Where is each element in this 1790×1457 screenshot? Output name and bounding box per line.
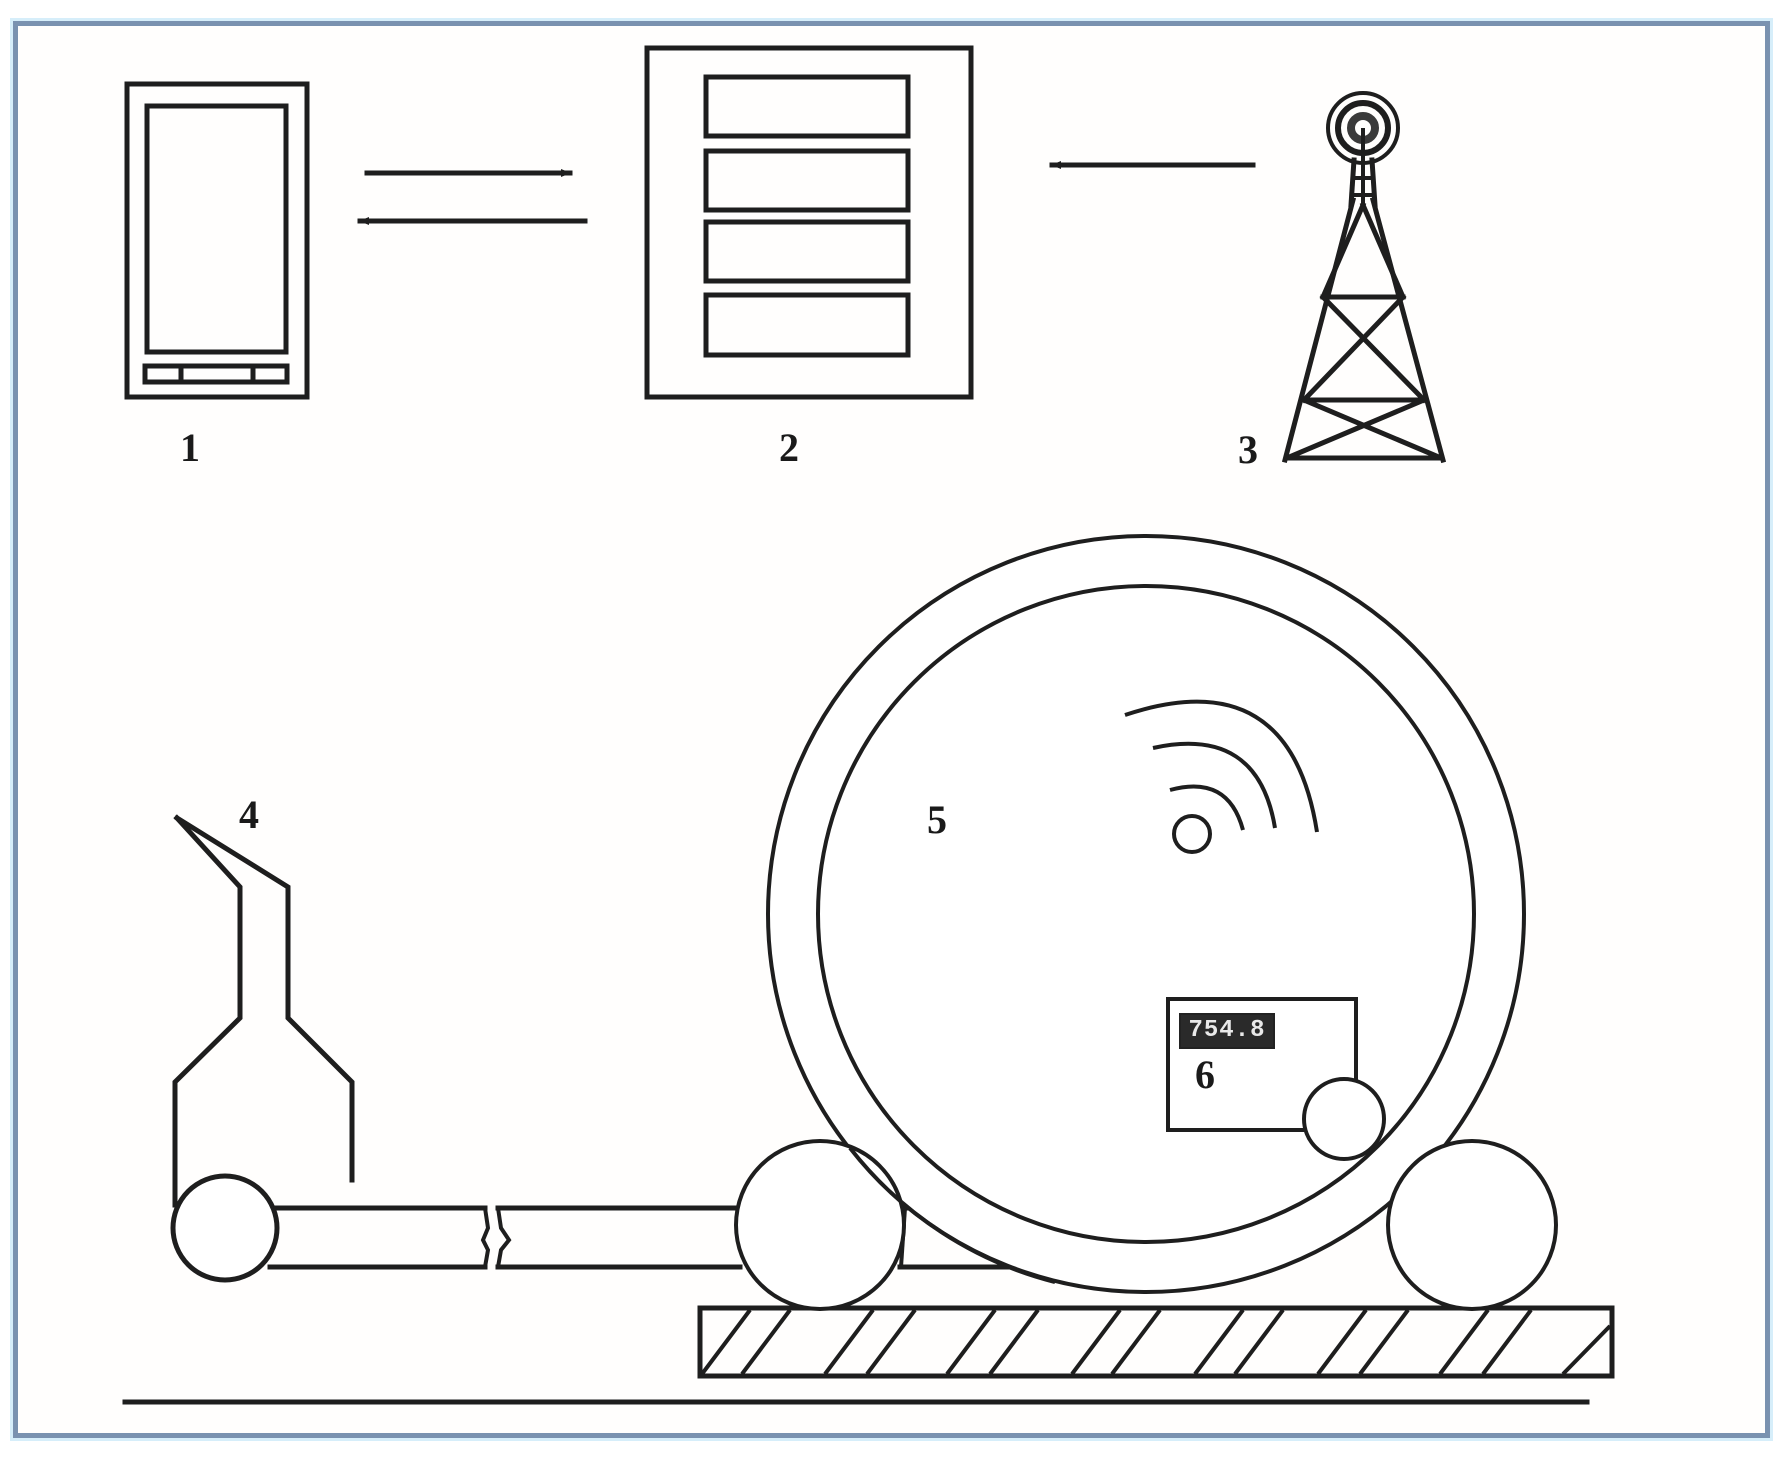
wifi-signal-icon: [1124, 699, 1319, 854]
hatched-base: [697, 1305, 1615, 1379]
label-4: 4: [239, 792, 259, 837]
label-2: 2: [779, 425, 799, 470]
handle-roller-icon: [170, 1173, 280, 1283]
tower-icon: [1281, 91, 1447, 464]
label-3: 3: [1238, 427, 1258, 472]
counter-display-unit: [1166, 997, 1386, 1161]
phone-icon: [124, 81, 310, 400]
counter-lcd-readout: 754.8: [1179, 1013, 1275, 1049]
right-support-roller: [1386, 1139, 1558, 1311]
label-5: 5: [927, 797, 947, 842]
label-1: 1: [180, 425, 200, 470]
server-icon: [644, 45, 974, 400]
left-support-roller: [734, 1139, 906, 1311]
handle-tool-icon: [172, 814, 355, 1208]
label-6: 6: [1195, 1052, 1215, 1097]
